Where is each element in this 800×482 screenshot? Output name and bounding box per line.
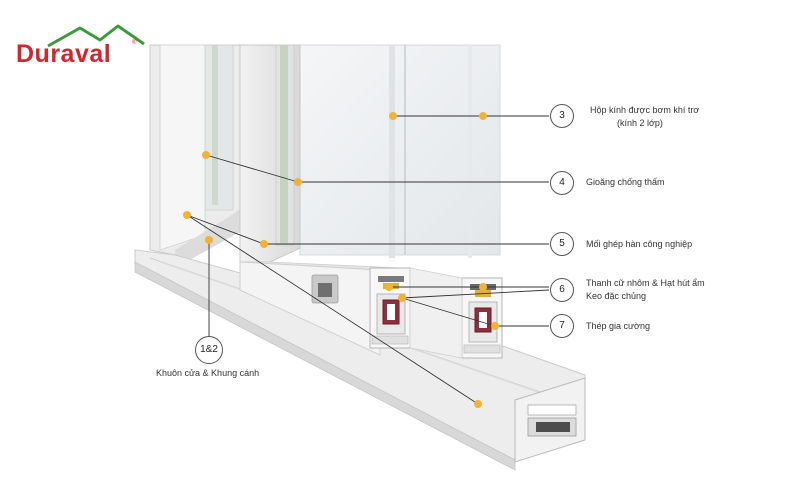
leader-lines [186, 115, 550, 405]
marker-dot [183, 211, 191, 219]
marker-dot [479, 283, 487, 291]
callout-label-4: Gioăng chống thấm [586, 177, 665, 187]
callout-label-3: Hộp kính được bơm khí trơ [590, 105, 700, 115]
callout-badge-5: 5 [550, 232, 574, 256]
marker-dot [479, 112, 487, 120]
marker-dot [260, 240, 268, 248]
bottom-sill [134, 249, 586, 471]
marker-dot [474, 400, 482, 408]
marker-dot [389, 112, 397, 120]
callout-badge-3: 3 [550, 104, 574, 128]
sash-bottom-rail [239, 261, 381, 356]
middle-rail [409, 267, 463, 359]
callout-badge-4: 4 [550, 171, 574, 195]
marker-dot [491, 322, 499, 330]
callout-sublabel-3: (kính 2 lớp) [617, 118, 663, 128]
callout-sublabel-6: Keo đặc chủng [586, 291, 647, 301]
marker-dot [398, 294, 406, 302]
brand-logo: Duraval ® [16, 22, 145, 72]
marker-dot [205, 236, 213, 244]
callout-label-1-2: Khuôn cửa & Khung cánh [156, 368, 260, 378]
profile-section-left [369, 267, 411, 349]
roof-logo-icon [47, 24, 145, 48]
callout-badge-6: 6 [550, 278, 574, 302]
callout-label-7: Thép gia cường [586, 321, 650, 331]
marker-dot [202, 151, 210, 159]
callout-badge-7: 7 [550, 314, 574, 338]
callout-label-5: Mối ghép hàn công nghiệp [586, 239, 693, 249]
registered-mark: ® [132, 40, 137, 46]
brand-name: Duraval [16, 40, 112, 68]
marker-dot [294, 178, 302, 186]
callout-badge-1-2: 1&2 [195, 336, 223, 364]
marker-dot [385, 283, 393, 291]
callout-label-6: Thanh cữ nhôm & Hạt hút ẩm [586, 278, 705, 288]
